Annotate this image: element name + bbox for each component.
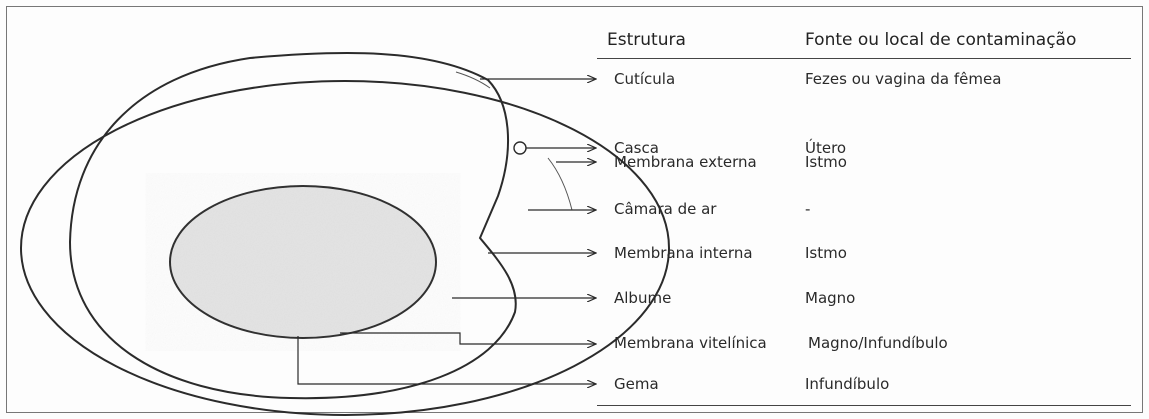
header-structure: Estrutura [607,30,686,50]
structure-label: Membrana externa [614,153,757,171]
structure-label: Gema [614,375,659,393]
header-rule [597,58,1131,59]
source-label: - [805,200,810,218]
outer-membrane-arc [548,158,572,210]
footer-rule [597,405,1131,406]
source-label: Magno/Infundíbulo [808,334,948,352]
yolk-texture [172,188,434,336]
structure-label: Membrana vitelínica [614,334,767,352]
source-label: Istmo [805,244,847,262]
structure-label: Membrana interna [614,244,753,262]
structure-label: Albume [614,289,671,307]
source-label: Fezes ou vagina da fêmea [805,70,1001,88]
cuticle-arc [456,72,490,88]
structure-label: Câmara de ar [614,200,716,218]
source-label: Istmo [805,153,847,171]
leader-membrana-vitelinica [340,333,596,344]
source-label: Infundíbulo [805,375,889,393]
structure-label: Cutícula [614,70,675,88]
source-label: Magno [805,289,855,307]
header-source: Fonte ou local de contaminação [805,30,1076,50]
shell-pore-circle [514,142,526,154]
